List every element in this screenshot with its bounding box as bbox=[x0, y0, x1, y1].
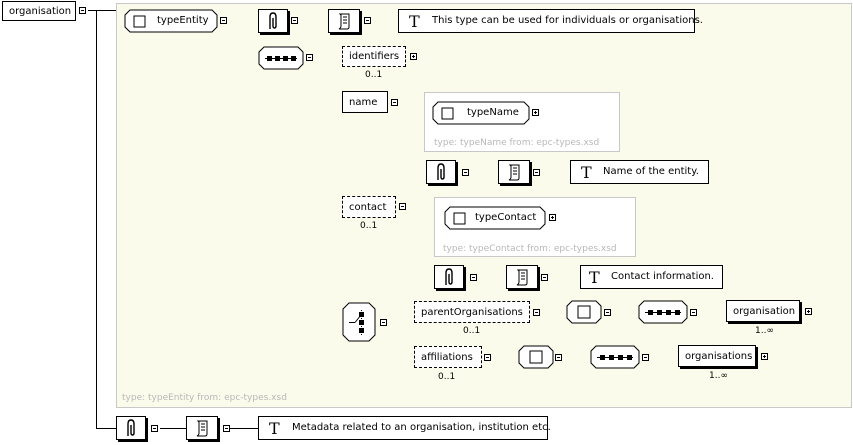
sequence-compositor-icon bbox=[648, 310, 653, 315]
annotation-icon bbox=[445, 268, 453, 285]
parent-organisations-collapse-icon[interactable] bbox=[533, 309, 540, 316]
text-T-icon: T bbox=[269, 419, 280, 438]
choice-compositor[interactable] bbox=[342, 302, 376, 342]
complex-type-icon bbox=[529, 350, 543, 364]
organisations-child-occurs: 1..∞ bbox=[709, 371, 728, 381]
name-annotation-collapse-icon[interactable] bbox=[462, 169, 469, 176]
organisations-child-label: organisations bbox=[685, 350, 753, 362]
documentation-scroll-icon bbox=[338, 13, 350, 30]
contact-doc-text: Contact information. bbox=[611, 271, 714, 282]
name-documentation-collapse-icon[interactable] bbox=[533, 169, 540, 176]
affiliations-complex-type[interactable] bbox=[518, 345, 554, 369]
affiliations-type-collapse-icon[interactable] bbox=[555, 354, 562, 361]
type-contact-expand-icon[interactable] bbox=[549, 214, 556, 221]
root-documentation[interactable] bbox=[186, 416, 218, 440]
contact-documentation-collapse-icon[interactable] bbox=[541, 274, 548, 281]
root-doc-text: Metadata related to an organisation, ins… bbox=[292, 422, 551, 433]
choice-collapse-icon[interactable] bbox=[380, 319, 387, 326]
complex-type-icon bbox=[133, 15, 146, 28]
complex-type-icon bbox=[453, 212, 466, 225]
type-entity-documentation-collapse-icon[interactable] bbox=[364, 17, 371, 24]
parent-organisations-complex-type[interactable] bbox=[566, 300, 602, 324]
sequence-compositor-icon bbox=[600, 355, 605, 360]
affiliations-collapse-icon[interactable] bbox=[484, 354, 491, 361]
type-name-label: typeName bbox=[467, 107, 519, 118]
root-element-label: organisation bbox=[9, 5, 72, 17]
name-documentation[interactable] bbox=[498, 160, 530, 184]
root-annotation-collapse-icon[interactable] bbox=[151, 425, 158, 432]
contact-collapse-icon[interactable] bbox=[399, 203, 406, 210]
sequence-compositor[interactable] bbox=[258, 46, 304, 70]
root-collapse-icon[interactable] bbox=[79, 7, 86, 14]
name-label: name bbox=[349, 96, 378, 108]
complex-type-icon bbox=[577, 305, 591, 319]
parent-organisations-occurs: 0..1 bbox=[463, 326, 481, 336]
contact-annotation[interactable] bbox=[434, 265, 464, 289]
element-affiliations[interactable]: affiliations bbox=[414, 346, 482, 368]
affiliations-label: affiliations bbox=[421, 351, 473, 363]
element-organisation-child[interactable]: organisation bbox=[726, 300, 800, 322]
type-name-box[interactable] bbox=[432, 101, 530, 125]
contact-label: contact bbox=[349, 201, 387, 213]
text-T-icon: T bbox=[581, 163, 592, 182]
name-collapse-icon[interactable] bbox=[391, 99, 398, 106]
name-doc-text-box: T Name of the entity. bbox=[570, 160, 709, 184]
element-identifiers[interactable]: identifiers bbox=[342, 46, 406, 67]
type-entity-footer: type: typeEntity from: epc-types.xsd bbox=[122, 393, 287, 403]
type-entity-doc-text-box: T This type can be used for individuals … bbox=[398, 9, 703, 33]
identifiers-label: identifiers bbox=[349, 51, 400, 62]
text-T-icon: T bbox=[589, 268, 600, 287]
type-contact-box[interactable] bbox=[444, 206, 546, 230]
element-contact[interactable]: contact bbox=[342, 196, 396, 218]
sequence-compositor-icon bbox=[267, 56, 272, 61]
name-annotation[interactable] bbox=[426, 160, 456, 184]
name-doc-text: Name of the entity. bbox=[603, 166, 699, 177]
contact-doc-text-box: T Contact information. bbox=[580, 265, 723, 289]
parent-organisations-sequence[interactable] bbox=[638, 300, 688, 324]
parent-organisations-sequence-collapse-icon[interactable] bbox=[690, 309, 697, 316]
organisation-child-label: organisation bbox=[733, 305, 796, 317]
organisations-child-expand-icon[interactable] bbox=[761, 353, 768, 360]
documentation-scroll-icon bbox=[508, 164, 520, 181]
affiliations-occurs: 0..1 bbox=[438, 372, 456, 382]
parent-organisations-label: parentOrganisations bbox=[421, 306, 523, 318]
parent-organisations-type-collapse-icon[interactable] bbox=[604, 309, 611, 316]
affiliations-sequence[interactable] bbox=[590, 345, 640, 369]
root-documentation-collapse-icon[interactable] bbox=[223, 425, 230, 432]
identifiers-occurs: 0..1 bbox=[365, 70, 383, 80]
type-entity-annotation-collapse-icon[interactable] bbox=[291, 17, 298, 24]
type-entity-annotation[interactable] bbox=[258, 9, 288, 33]
element-organisations-child[interactable]: organisations bbox=[678, 345, 756, 367]
contact-occurs: 0..1 bbox=[360, 221, 378, 231]
root-element-organisation[interactable]: organisation bbox=[2, 1, 76, 21]
affiliations-sequence-collapse-icon[interactable] bbox=[642, 354, 649, 361]
text-T-icon: T bbox=[409, 12, 420, 31]
element-name[interactable]: name bbox=[342, 91, 388, 113]
identifiers-expand-icon[interactable] bbox=[410, 53, 417, 60]
organisation-child-expand-icon[interactable] bbox=[805, 308, 812, 315]
root-doc-text-box: T Metadata related to an organisation, i… bbox=[258, 416, 551, 440]
type-entity-label: typeEntity bbox=[157, 15, 209, 26]
type-entity-box[interactable] bbox=[124, 9, 218, 33]
element-parent-organisations[interactable]: parentOrganisations bbox=[414, 301, 530, 323]
contact-type-footer: type: typeContact from: epc-types.xsd bbox=[443, 244, 617, 254]
documentation-scroll-icon bbox=[196, 420, 208, 437]
contact-annotation-collapse-icon[interactable] bbox=[470, 274, 477, 281]
root-annotation[interactable] bbox=[116, 416, 146, 440]
type-entity-documentation[interactable] bbox=[328, 9, 360, 33]
type-entity-collapse-icon[interactable] bbox=[220, 17, 227, 24]
annotation-icon bbox=[127, 419, 135, 436]
annotation-icon bbox=[437, 163, 445, 180]
annotation-icon bbox=[269, 12, 277, 29]
type-name-expand-icon[interactable] bbox=[532, 109, 539, 116]
organisation-child-occurs: 1..∞ bbox=[755, 326, 774, 336]
choice-compositor-icon bbox=[349, 310, 364, 335]
type-contact-label: typeContact bbox=[475, 212, 537, 223]
complex-type-icon bbox=[441, 107, 454, 120]
sequence-collapse-icon[interactable] bbox=[306, 54, 313, 61]
name-type-footer: type: typeName from: epc-types.xsd bbox=[434, 138, 600, 148]
documentation-scroll-icon bbox=[516, 269, 528, 286]
contact-documentation[interactable] bbox=[506, 265, 538, 289]
type-entity-doc-text: This type can be used for individuals or… bbox=[432, 15, 703, 26]
